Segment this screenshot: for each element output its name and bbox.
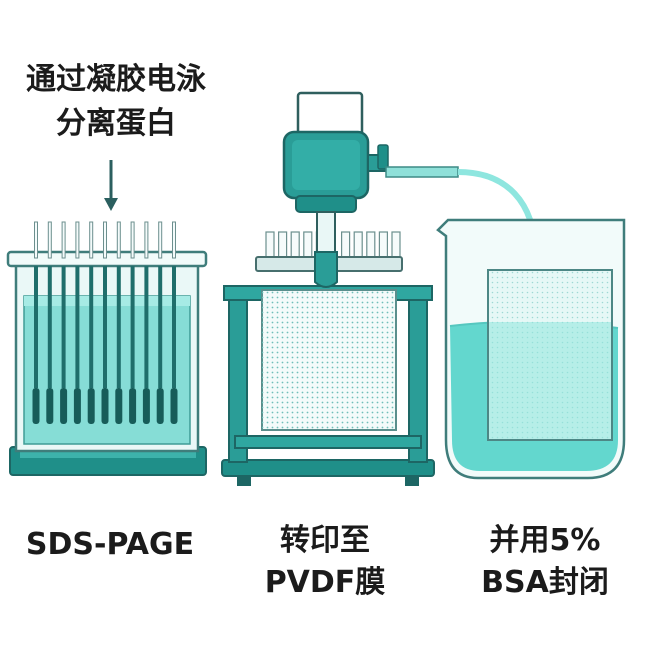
transfer-tube [366,231,376,261]
step-label-sds-page: SDS-PAGE [0,524,220,566]
gel-lane [60,221,68,424]
transfer-tube [391,231,401,261]
gel-lane [46,221,54,424]
gel-lanes [32,221,178,424]
gel-electrophoresis-tank [6,221,208,476]
gel-lane [87,221,95,424]
gel-lane [101,221,109,424]
step-2-line-2: PVDF膜 [264,565,386,600]
bsa-beaker [436,218,626,480]
gel-lane [129,221,137,424]
gel-lane [170,221,178,424]
gel-lane [73,221,81,424]
gel-lane [142,221,150,424]
intro-text: 通过凝胶电泳 分离蛋白 [0,58,232,146]
down-arrow [104,160,118,211]
transfer-tube [353,231,363,261]
transfer-tube [265,231,275,261]
intro-line-2: 分离蛋白 [56,106,176,141]
step-label-transfer: 转印至 PVDF膜 [220,520,430,604]
transfer-apparatus [221,91,459,486]
gel-lane [115,221,123,424]
transfer-tube [303,231,313,261]
step-label-blocking: 并用5% BSA封闭 [436,520,654,604]
step-3-line-1: 并用5% [489,523,601,558]
transfer-tube [341,231,351,261]
step-2-line-1: 转印至 [280,523,370,558]
step-3-line-2: BSA封闭 [481,565,609,600]
step-1-line-1: SDS-PAGE [25,527,195,562]
transfer-tube [290,231,300,261]
intro-line-1: 通过凝胶电泳 [26,62,206,97]
transfer-tube [278,231,288,261]
gel-lane [32,221,40,424]
transfer-tube [378,231,388,261]
gel-lane [156,221,164,424]
